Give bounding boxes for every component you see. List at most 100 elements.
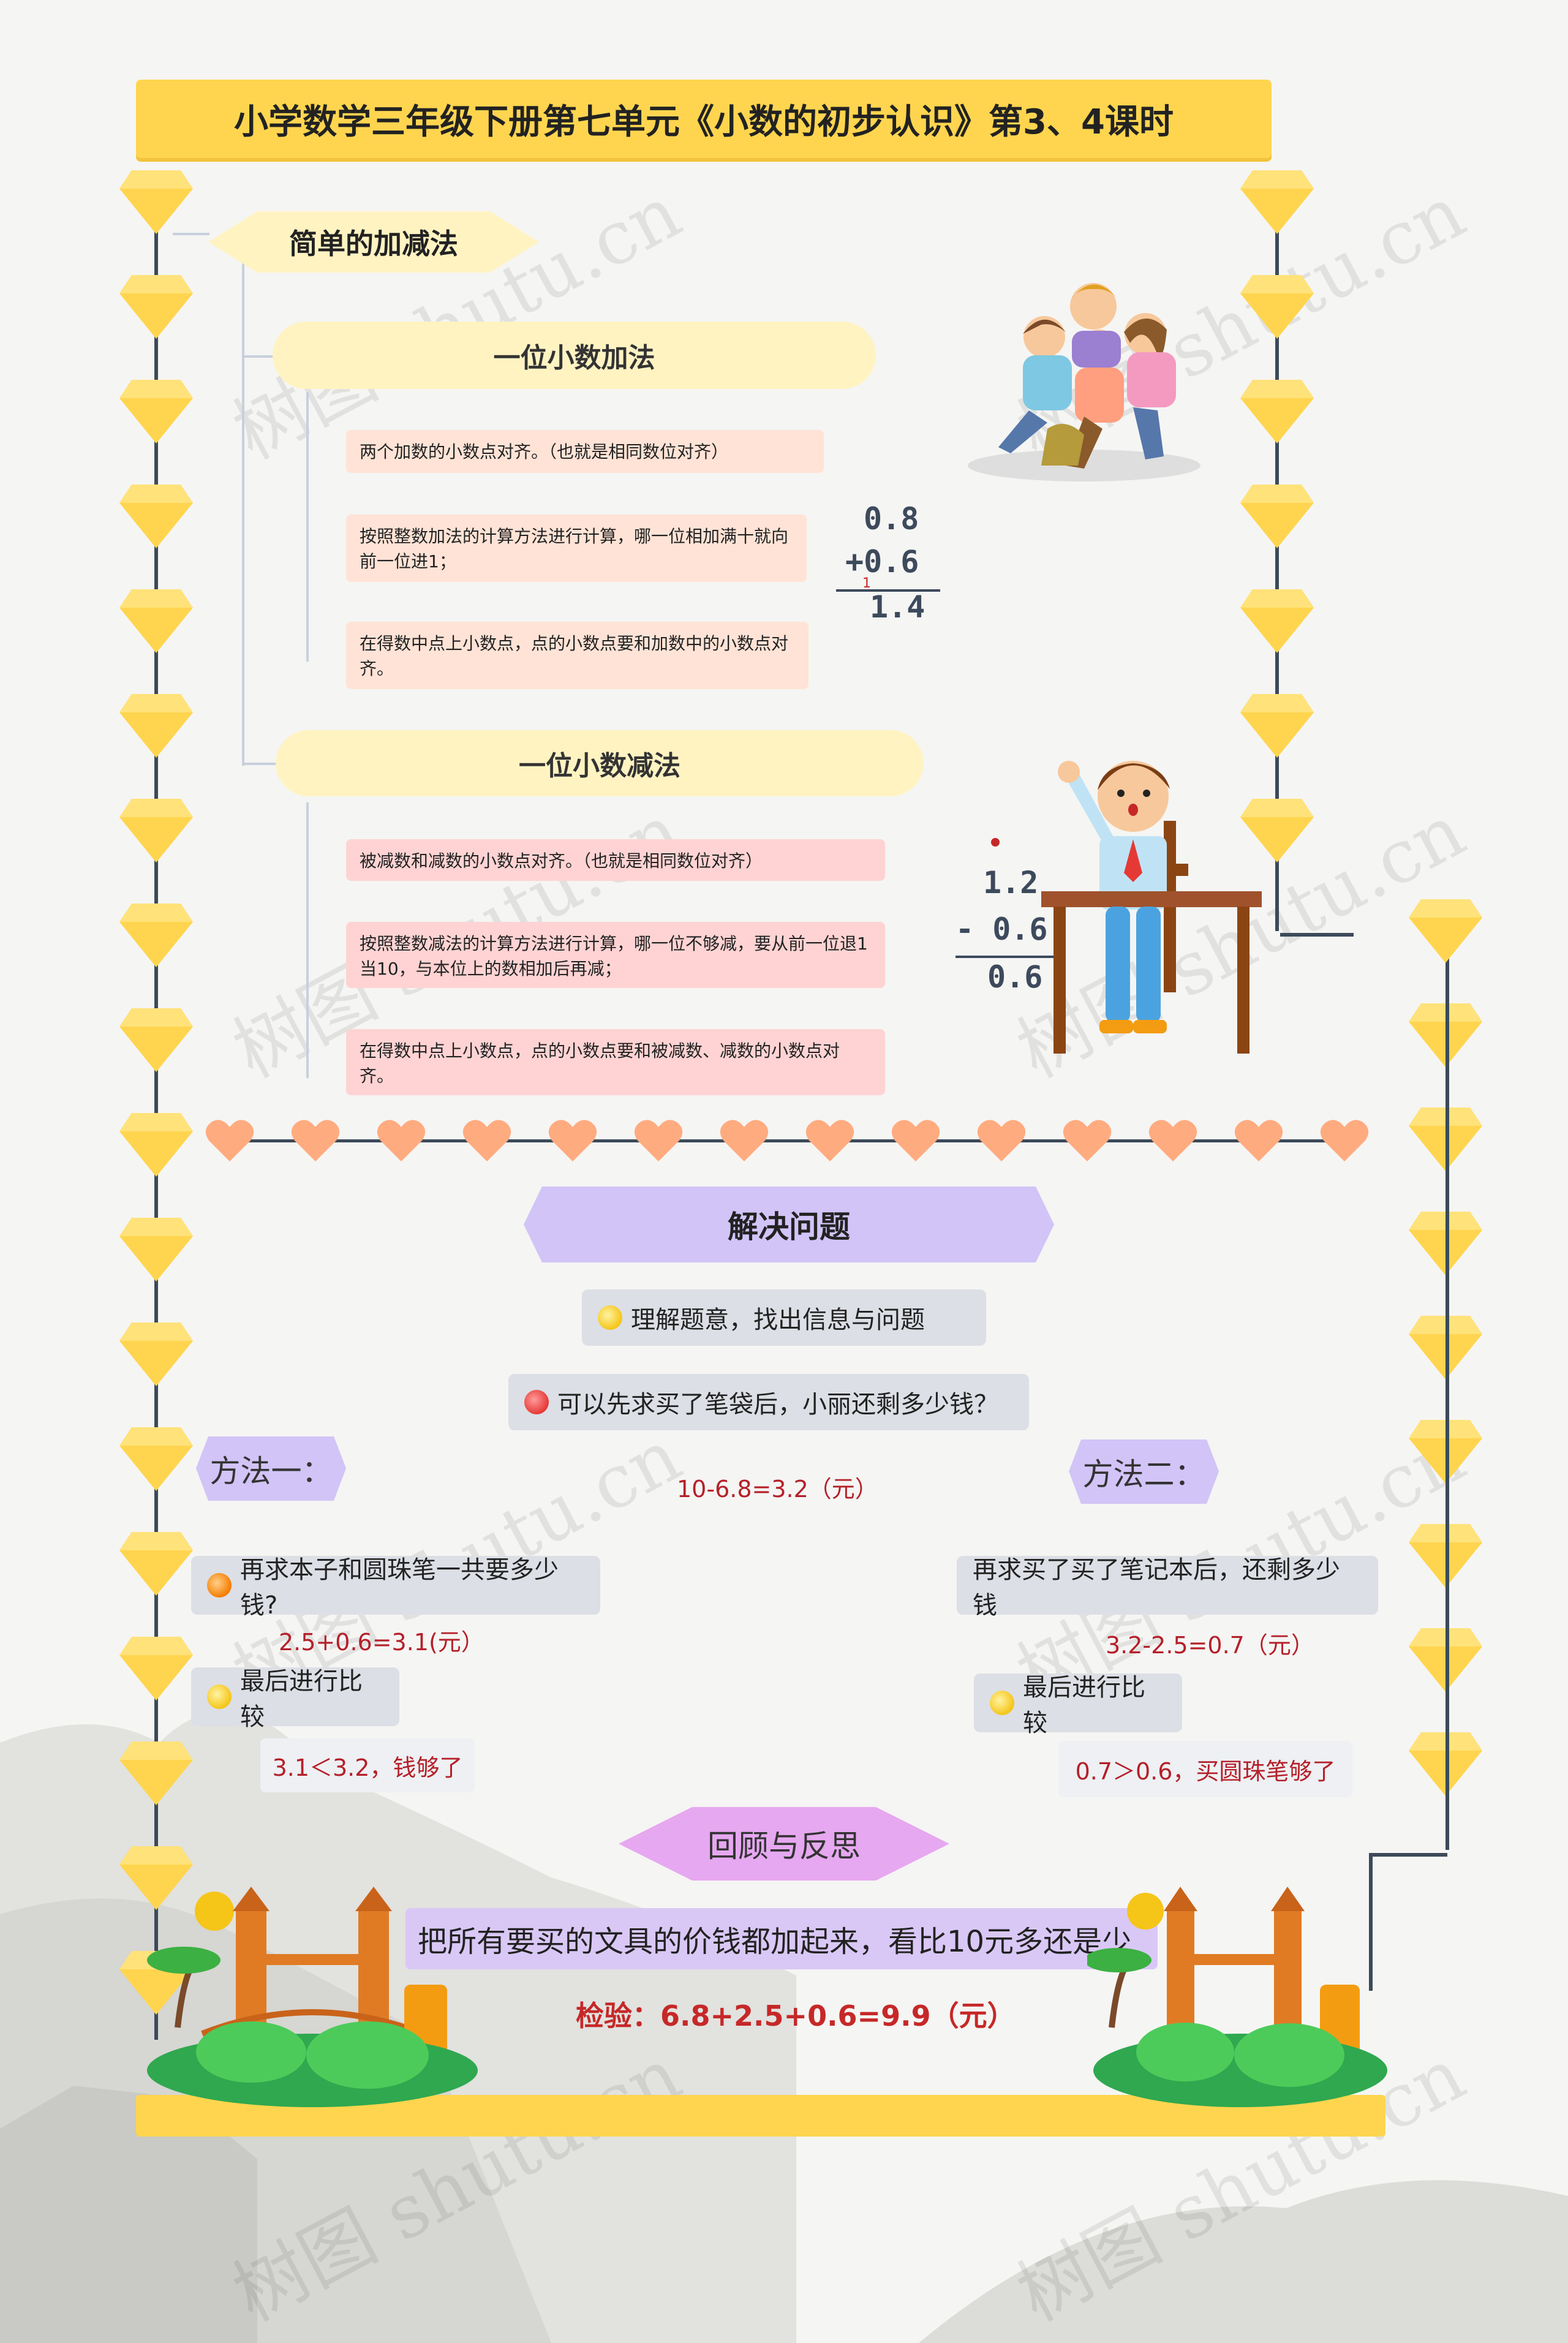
addition-rule — [836, 589, 940, 592]
review-heading-label: 回顾与反思 — [707, 1828, 861, 1864]
lightbulb-icon — [598, 1305, 622, 1330]
method-two-question: 再求买了买了笔记本后，还剩多少钱 — [957, 1556, 1378, 1620]
method-one-compare: 最后进行比较 — [191, 1667, 399, 1731]
gem-icon — [1240, 485, 1314, 548]
heart-icon — [291, 1119, 340, 1163]
understand-box: 理解题意，找出信息与问题 — [582, 1289, 986, 1346]
gem-connector-line — [1275, 202, 1279, 931]
heart-icon — [1148, 1119, 1197, 1163]
gem-icon — [119, 1322, 193, 1386]
solve-heading-label: 解决问题 — [728, 1209, 850, 1245]
connector — [1446, 980, 1449, 1850]
subtraction-note-2: 按照整数减法的计算方法进行计算，哪一位不够减，要从前一位退1当10，与本位上的数… — [346, 922, 885, 988]
method-two-label: 方法二： — [1069, 1439, 1219, 1504]
gem-icon — [1240, 694, 1314, 758]
gem-icon — [119, 1637, 193, 1700]
gem-icon — [1240, 799, 1314, 862]
first-step-text: 可以先求买了笔袋后，小丽还剩多少钱？ — [557, 1390, 998, 1419]
method-two-result: 0.7＞0.6，买圆珠笔够了 — [1075, 1757, 1336, 1785]
bridge-scene-right — [1087, 1887, 1387, 2107]
gem-icon — [1240, 589, 1314, 653]
subtraction-heading-label: 一位小数减法 — [519, 750, 680, 782]
addition-calc-b: +0.6 — [845, 544, 919, 579]
heart-icon — [1063, 1119, 1112, 1163]
heart-icon — [977, 1119, 1026, 1163]
first-step-box: 可以先求买了笔袋后，小丽还剩多少钱？ — [508, 1374, 1029, 1430]
connector — [242, 355, 279, 358]
gem-icon — [119, 275, 193, 339]
heart-icon — [205, 1119, 254, 1163]
method-one-text: 方法一： — [209, 1453, 333, 1489]
gem-icon — [119, 1008, 193, 1072]
lightbulb-icon — [990, 1691, 1014, 1715]
connector — [306, 392, 309, 662]
review-text-box: 把所有要买的文具的价钱都加起来，看比10元多还是少 — [405, 1908, 1158, 1969]
connector — [1280, 933, 1354, 937]
subtraction-note-3: 在得数中点上小数点，点的小数点要和被减数、减数的小数点对齐。 — [346, 1029, 885, 1095]
connector — [242, 763, 279, 765]
subtraction-calc-result: 0.6 — [987, 959, 1043, 995]
addition-calc-a: 0.8 — [864, 501, 919, 537]
first-step-formula: 10-6.8=3.2（元） — [677, 1476, 878, 1503]
review-heading: 回顾与反思 — [619, 1807, 949, 1881]
gem-icon — [119, 1113, 193, 1177]
heart-icon — [891, 1119, 940, 1163]
method-two-question-text: 再求买了买了笔记本后，还剩多少钱 — [973, 1556, 1340, 1620]
method-one-question-text: 再求本子和圆珠笔一共要多少钱? — [240, 1556, 559, 1620]
page-title: 小学数学三年级下册第七单元《小数的初步认识》第3、4课时 — [136, 80, 1272, 158]
subtraction-heading: 一位小数减法 — [276, 730, 924, 796]
understand-text: 理解题意，找出信息与问题 — [631, 1306, 925, 1334]
gem-icon — [119, 1741, 193, 1805]
method-two-formula: 3.2-2.5=0.7（元） — [1106, 1632, 1314, 1659]
boy-at-desk-illustration — [1041, 761, 1262, 1054]
method-one-formula: 2.5+0.6=3.1(元） — [279, 1629, 484, 1656]
connector — [1369, 1853, 1447, 1857]
subtraction-calc-b: - 0.6 — [956, 911, 1048, 947]
kids-reading-illustration — [968, 283, 1200, 481]
method-one-label: 方法一： — [196, 1436, 346, 1501]
bridge-scene-left — [147, 1887, 478, 2107]
review-text: 把所有要买的文具的价钱都加起来，看比10元多还是少 — [418, 1925, 1132, 1959]
method-two-text: 方法二： — [1082, 1456, 1205, 1492]
heart-icon — [462, 1119, 511, 1163]
gem-icon — [119, 904, 193, 967]
connector — [1369, 1856, 1373, 1991]
lightbulb-icon — [207, 1573, 232, 1598]
subtraction-rule — [956, 956, 1060, 958]
method-two-result-box: 0.7＞0.6，买圆珠笔够了 — [1058, 1741, 1352, 1797]
check-formula: 检验：6.8+2.5+0.6=9.9（元） — [576, 1999, 1016, 2032]
gem-icon — [1240, 380, 1314, 443]
heart-icon — [634, 1119, 683, 1163]
method-two-compare: 最后进行比较 — [974, 1673, 1182, 1737]
connector — [306, 802, 309, 1078]
alert-icon — [524, 1390, 549, 1414]
heart-icon — [720, 1119, 769, 1163]
root-label: 简单的加减法 — [289, 227, 458, 260]
method-two-compare-text: 最后进行比较 — [1023, 1673, 1145, 1737]
gem-icon — [1240, 170, 1314, 234]
heart-icon — [805, 1119, 854, 1163]
addition-heading: 一位小数加法 — [273, 322, 876, 389]
method-one-result: 3.1＜3.2，钱够了 — [272, 1754, 463, 1781]
gem-icon — [119, 589, 193, 653]
addition-note-1: 两个加数的小数点对齐。（也就是相同数位对齐） — [346, 430, 824, 473]
gem-icon — [1409, 899, 1482, 963]
gem-icon — [119, 1532, 193, 1596]
lightbulb-icon — [207, 1685, 232, 1709]
gem-icon — [1240, 275, 1314, 339]
connector — [173, 233, 209, 235]
method-one-compare-text: 最后进行比较 — [240, 1667, 363, 1731]
divider-line — [227, 1139, 1348, 1142]
gem-icon — [119, 485, 193, 548]
heart-icon — [1320, 1119, 1369, 1163]
addition-heading-label: 一位小数加法 — [493, 342, 655, 374]
method-one-question: 再求本子和圆珠笔一共要多少钱? — [191, 1556, 600, 1620]
gem-icon — [119, 170, 193, 234]
connector — [242, 251, 244, 766]
gem-icon — [119, 380, 193, 443]
heart-icon — [548, 1119, 597, 1163]
method-one-result-box: 3.1＜3.2，钱够了 — [260, 1738, 475, 1792]
solve-heading: 解决问题 — [524, 1187, 1054, 1262]
subtraction-note-1: 被减数和减数的小数点对齐。（也就是相同数位对齐） — [346, 839, 885, 881]
gem-icon — [119, 1218, 193, 1281]
